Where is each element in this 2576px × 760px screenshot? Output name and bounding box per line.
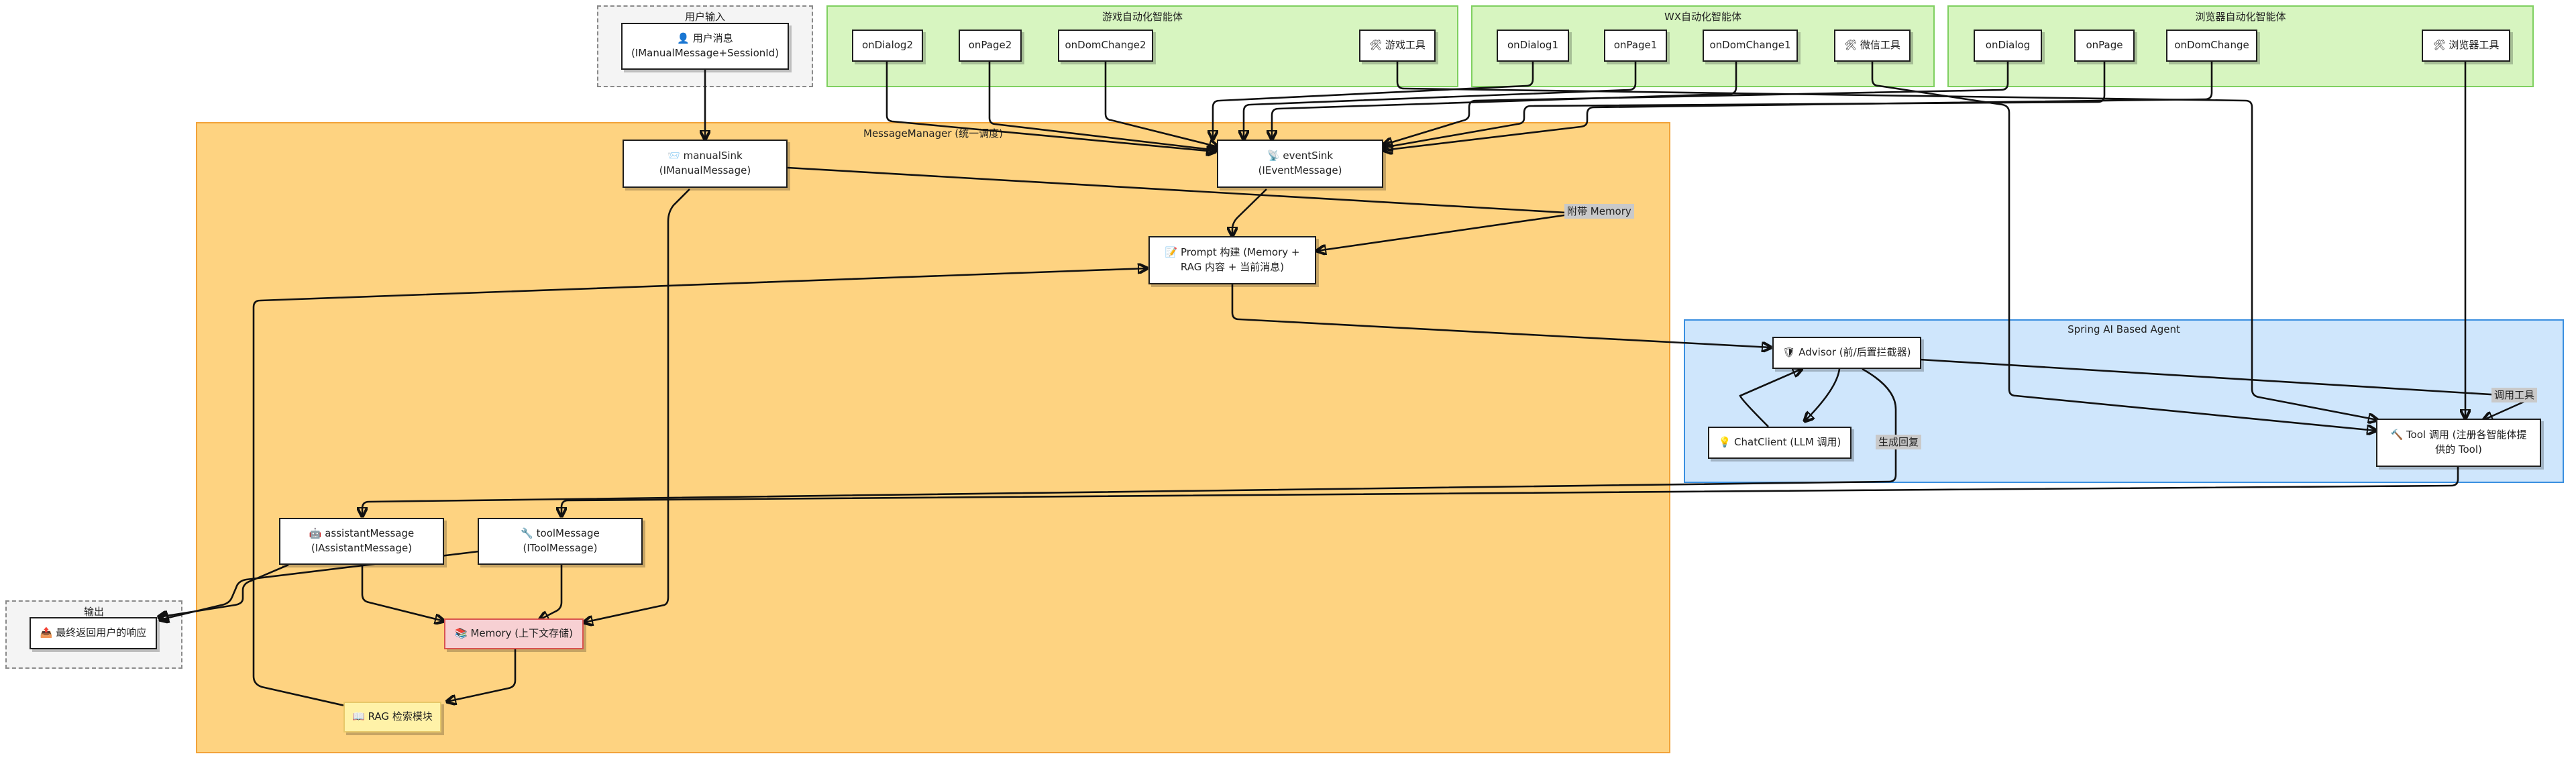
user-message-node[interactable]: 👤 用户消息 (IManualMessage+SessionId) xyxy=(621,23,789,70)
group-message-manager: MessageManager (统一调度) xyxy=(196,122,1670,753)
edge-on-dialog-to-event-sink xyxy=(1383,62,2009,145)
edge-on-dialog2-to-event-sink xyxy=(885,62,1216,152)
edge-on-dom-change2-to-event-sink xyxy=(1104,62,1218,147)
group-title: Spring AI Based Agent xyxy=(2068,323,2180,335)
wx-tools-node[interactable]: 🛠 微信工具 xyxy=(1834,30,1911,62)
rag-node[interactable]: 📖 RAG 检索模块 xyxy=(343,702,441,732)
wx-on-page1-node[interactable]: onPage1 xyxy=(1604,30,1667,62)
assistant-message-node[interactable]: 🤖 assistantMessage (IAssistantMessage) xyxy=(279,518,444,565)
edge-game-tools-to-tool-call xyxy=(1396,62,2377,420)
game-tools-node[interactable]: 🛠 游戏工具 xyxy=(1359,30,1436,62)
edge-memory-to-rag xyxy=(447,649,517,702)
edge-label-attach-memory: 附带 Memory xyxy=(1564,204,1634,219)
wx-on-dom-change1-node[interactable]: onDomChange1 xyxy=(1703,30,1798,62)
edge-event-sink-to-prompt xyxy=(1232,188,1267,236)
tool-message-node[interactable]: 🔧 toolMessage (IToolMessage) xyxy=(478,518,643,565)
edge-on-dom-change1-to-event-sink xyxy=(1272,62,1737,140)
game-on-dom-change2-node[interactable]: onDomChange2 xyxy=(1058,30,1153,62)
group-title: MessageManager (统一调度) xyxy=(863,127,1003,140)
final-response-node[interactable]: 📤 最终返回用户的响应 xyxy=(30,617,157,649)
edge-label-generate-reply: 生成回复 xyxy=(1876,435,1922,449)
edge-on-dom-change-to-event-sink xyxy=(1383,62,2213,150)
edge-advisor-to-tool-call xyxy=(1919,358,2535,420)
edge-tool-message-to-memory xyxy=(539,565,563,620)
group-title: WX自动化智能体 xyxy=(1664,11,1742,23)
wx-on-dialog1-node[interactable]: onDialog1 xyxy=(1497,30,1569,62)
manual-sink-node[interactable]: 📨 manualSink (IManualMessage) xyxy=(623,140,788,188)
edge-rag-to-prompt xyxy=(252,268,1147,707)
group-title: 浏览器自动化智能体 xyxy=(2195,11,2286,23)
group-game-agent: 游戏自动化智能体 xyxy=(826,5,1458,87)
chat-client-node[interactable]: 💡 ChatClient (LLM 调用) xyxy=(1708,427,1851,459)
edge-label-call-tool: 调用工具 xyxy=(2491,388,2538,402)
edge-on-dialog1-to-event-sink xyxy=(1213,62,1534,140)
event-sink-node[interactable]: 📡 eventSink (IEventMessage) xyxy=(1217,140,1383,188)
tool-call-node[interactable]: 🔨 Tool 调用 (注册各智能体提 供的 Tool) xyxy=(2376,419,2541,467)
browser-on-dialog-node[interactable]: onDialog xyxy=(1974,30,2042,62)
edge-wx-tools-to-tool-call xyxy=(1871,62,2376,431)
advisor-node[interactable]: 🛡 Advisor (前/后置拦截器) xyxy=(1772,337,1921,369)
browser-tools-node[interactable]: 🛠 浏览器工具 xyxy=(2422,30,2510,62)
game-on-dialog2-node[interactable]: onDialog2 xyxy=(852,30,923,62)
edge-advisor-to-assistant-message xyxy=(362,368,1897,517)
edge-tool-message-to-final-response xyxy=(160,550,480,620)
browser-on-page-node[interactable]: onPage xyxy=(2074,30,2135,62)
game-on-page2-node[interactable]: onPage2 xyxy=(959,30,1022,62)
edge-manual-sink-to-memory xyxy=(584,188,690,622)
edge-assistant-to-memory xyxy=(361,565,444,621)
group-title: 输出 xyxy=(83,606,104,618)
edge-advisor-to-chat-client xyxy=(1805,368,1841,421)
memory-node[interactable]: 📚 Memory (上下文存储) xyxy=(444,618,584,649)
edge-on-page2-to-event-sink xyxy=(988,62,1217,150)
group-title: 游戏自动化智能体 xyxy=(1102,11,1183,23)
group-title: 用户输入 xyxy=(684,11,725,23)
edge-prompt-to-advisor xyxy=(1231,284,1771,347)
edge-chat-client-to-advisor xyxy=(1739,369,1802,427)
browser-on-dom-change-node[interactable]: onDomChange xyxy=(2166,30,2257,62)
edge-on-page1-to-event-sink xyxy=(1244,62,1637,140)
edge-tool-call-to-tool-message xyxy=(561,467,2459,517)
prompt-build-node[interactable]: 📝 Prompt 构建 (Memory + RAG 内容 + 当前消息) xyxy=(1148,236,1316,284)
edge-assistant-to-final-response xyxy=(158,563,289,617)
